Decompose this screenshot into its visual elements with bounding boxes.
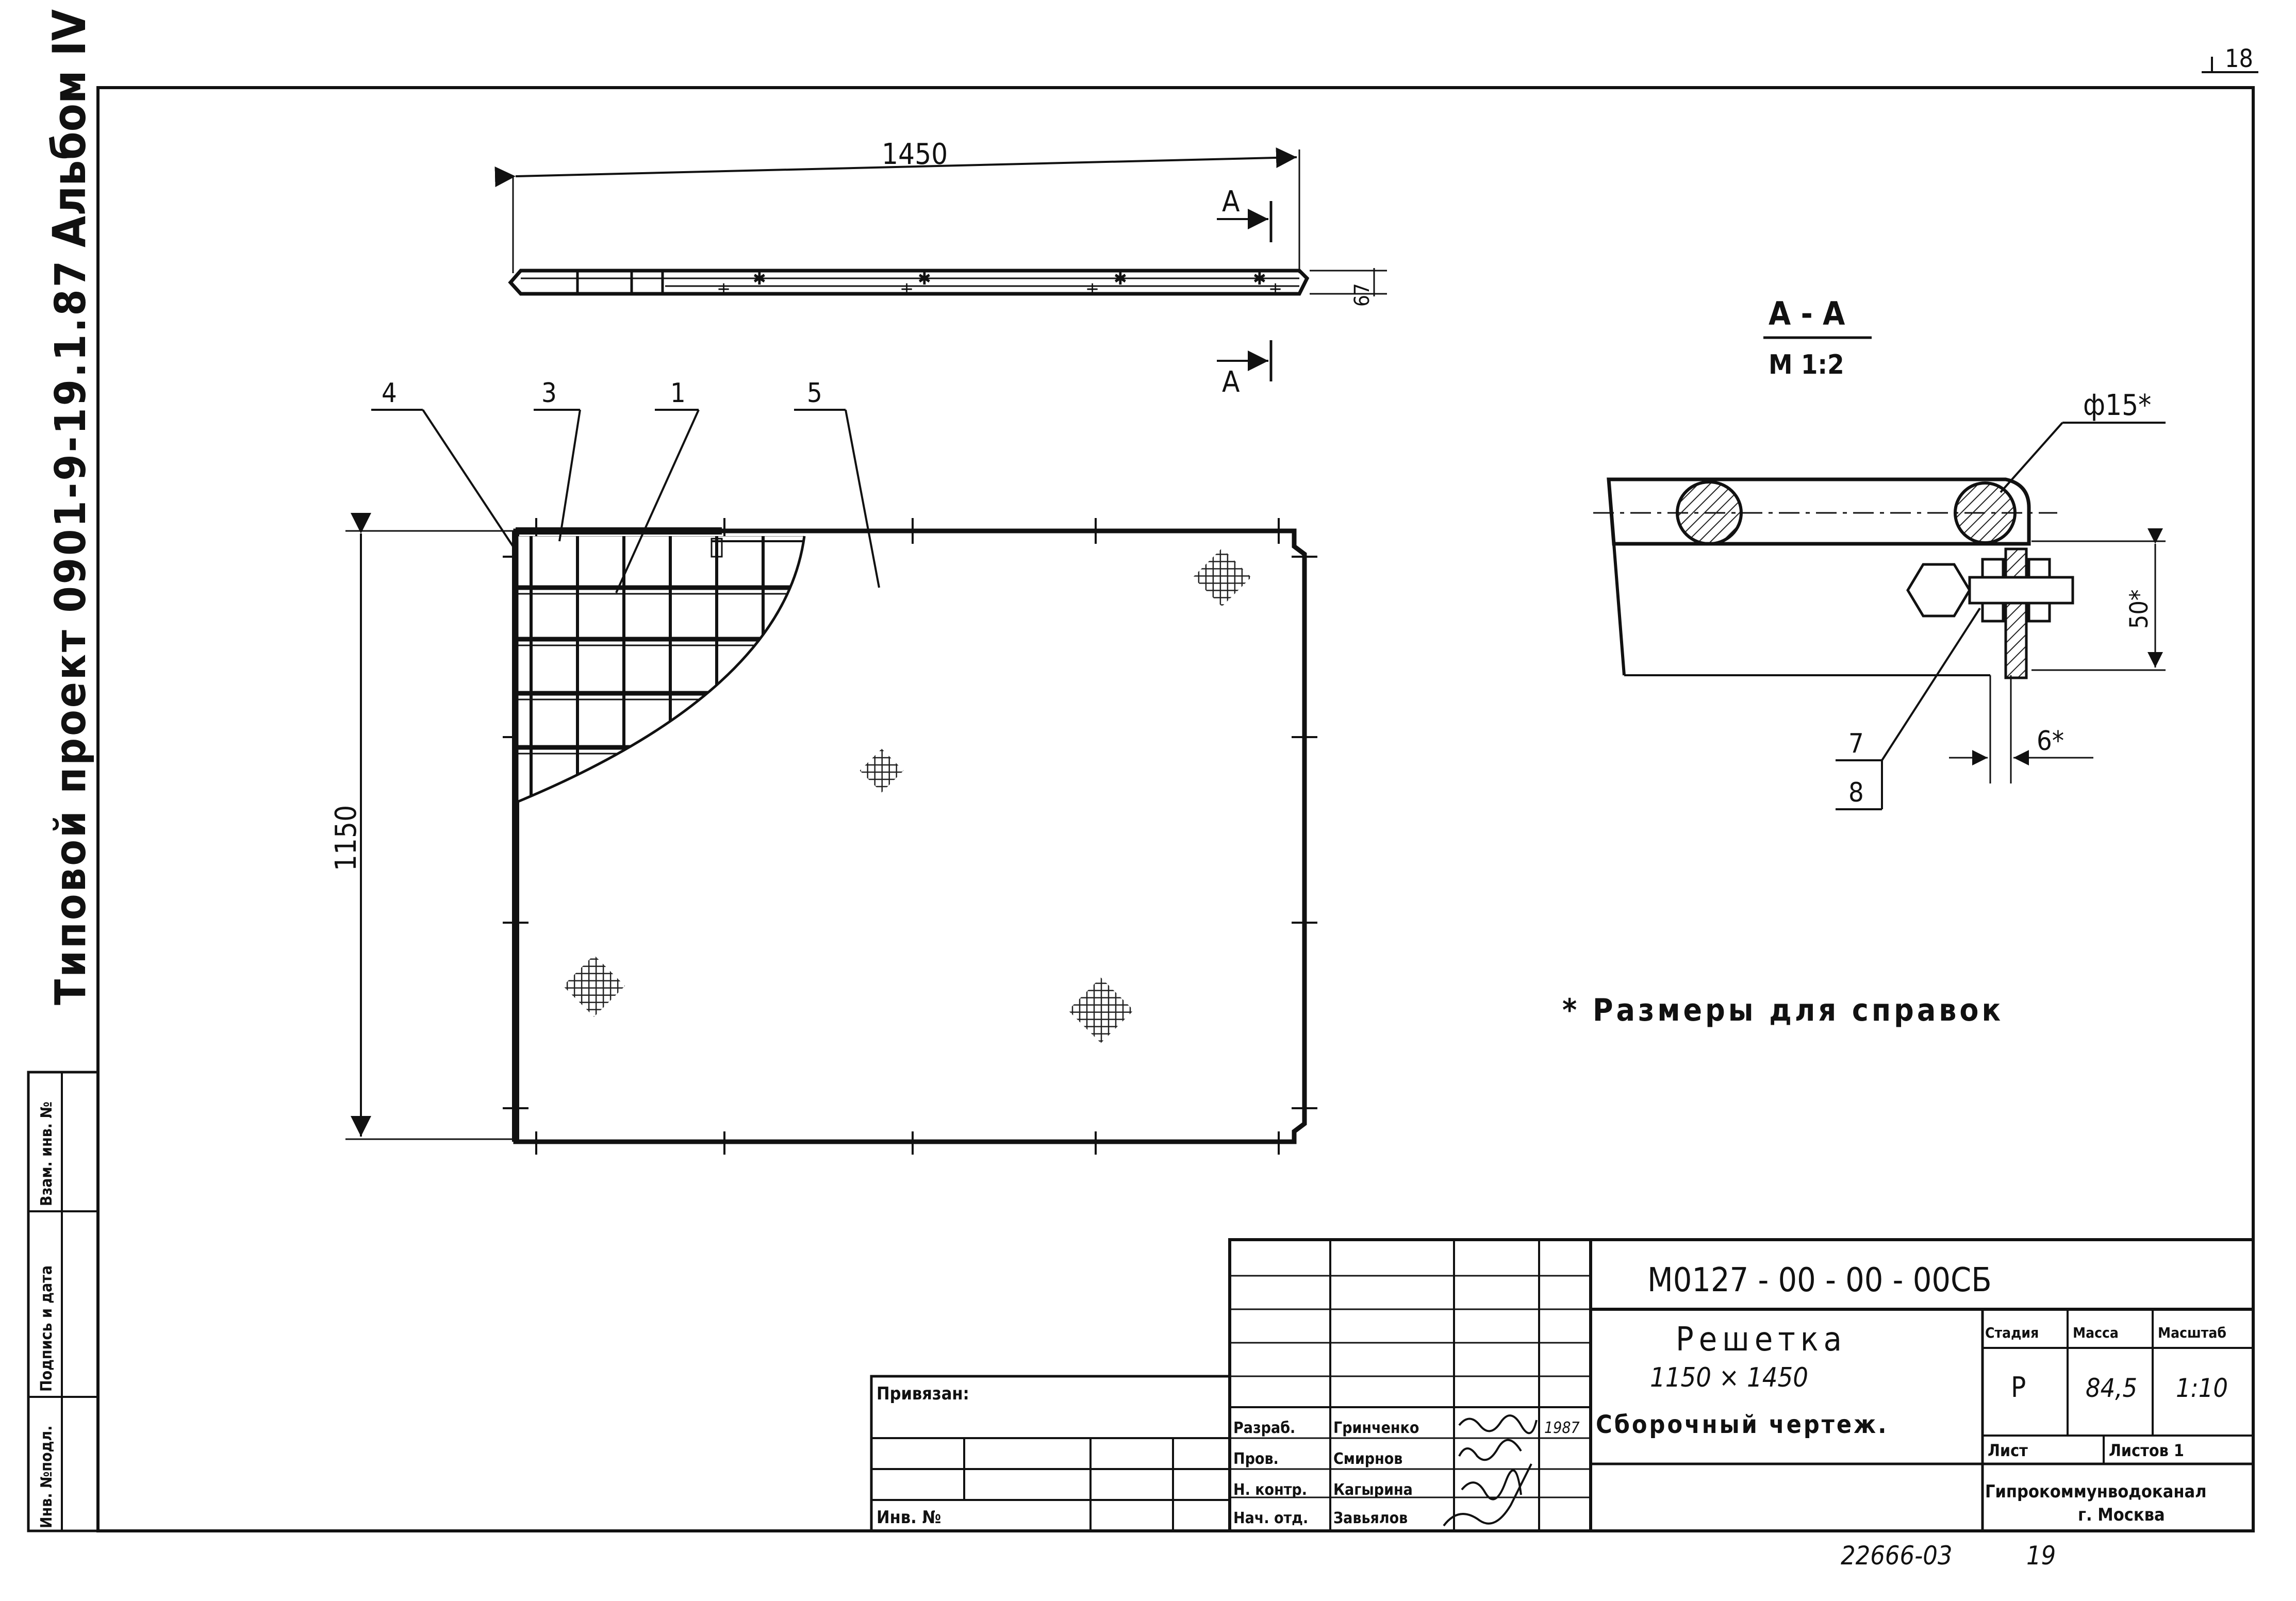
left-stamp: Инв. №подл. Подпись и дата Взам. инв. № [27, 1071, 100, 1532]
role-developer: Разраб. [1233, 1419, 1295, 1437]
reference-note: * Размеры для справок [1562, 992, 2004, 1028]
thickness-dim: 67 [1350, 283, 1374, 307]
stage-value: Р [2011, 1371, 2026, 1404]
stamp-vzam-inv: Взам. инв. № [38, 1102, 56, 1206]
hole-dim: 50* [2125, 589, 2154, 629]
edge-length-dim: 1450 [882, 138, 948, 171]
page-number: 18 [2225, 44, 2253, 73]
svg-text:+: + [1085, 278, 1099, 299]
diameter-label: ф15* [2083, 389, 2151, 422]
stamp-inv-podl: Инв. №подл. [38, 1426, 56, 1528]
side-project: Типовой проект 0901-9-19.1.87 [46, 259, 95, 1005]
bolt-head [1906, 563, 1971, 618]
callout-5: 5 [807, 378, 822, 409]
doc-code: М0127 - 00 - 00 - 00СБ [1647, 1261, 1992, 1299]
svg-text:+: + [717, 278, 731, 299]
section-title: А - А [1769, 295, 1845, 332]
mass-value: 84,5 [2086, 1373, 2137, 1403]
section-scale: М 1:2 [1769, 349, 1844, 380]
scale-value: 1:10 [2176, 1373, 2228, 1403]
svg-text:✱: ✱ [1114, 269, 1127, 289]
svg-text:✱: ✱ [918, 269, 931, 289]
rod-section [1676, 480, 1743, 545]
callout-1: 1 [670, 378, 686, 409]
footer-code: 22666-03 [1841, 1541, 1953, 1571]
mass-header: Масса [2073, 1324, 2119, 1341]
callout-3: 3 [541, 378, 557, 409]
title-block [870, 1238, 2255, 1532]
section-mark-top: А [1222, 185, 1240, 219]
inv-label: Инв. № [877, 1507, 941, 1528]
section-view: А - А М 1:2 ф15* 50* 6* 7 [1593, 295, 2166, 810]
mesh-patch [1193, 548, 1251, 607]
callout-8: 8 [1848, 777, 1864, 808]
role-head: Нач. отд. [1233, 1509, 1308, 1527]
sheets-header: Листов 1 [2109, 1441, 2184, 1460]
svg-text:✱: ✱ [1253, 269, 1266, 289]
role-norm-control: Н. контр. [1233, 1481, 1307, 1499]
mesh-patch [1068, 977, 1134, 1043]
footer-number: 19 [2026, 1541, 2056, 1571]
date-developer: 1987 [1544, 1419, 1580, 1437]
stamp-sign-date: Подпись и дата [38, 1265, 56, 1392]
svg-text:+: + [900, 278, 914, 299]
org-city: г. Москва [2078, 1505, 2165, 1525]
section-mark-bottom: А [1222, 365, 1240, 399]
sheet-border [96, 86, 2255, 1532]
svg-text:+: + [1268, 278, 1282, 299]
gap-dim: 6* [2037, 726, 2064, 757]
svg-text:✱: ✱ [753, 269, 766, 289]
name-norm-control: Кагырина [1333, 1481, 1413, 1499]
doc-type: Сборочный чертеж. [1596, 1410, 1889, 1439]
sheet-header: Лист [1988, 1441, 2028, 1460]
name-checker: Смирнов [1333, 1450, 1402, 1468]
part-name: Решетка [1676, 1321, 1847, 1359]
signatures [1443, 1414, 1538, 1527]
height-dim: 1150 [329, 805, 363, 871]
part-size: 1150 × 1450 [1650, 1362, 1808, 1393]
scale-header: Масштаб [2158, 1324, 2226, 1341]
linked-label: Привязан: [877, 1383, 969, 1404]
mesh-patch [860, 748, 904, 793]
edge-view: 1450 ✱ ✱ ✱ ✱ + + + + 67 А А [494, 138, 1387, 399]
side-album: Альбом IV [43, 9, 96, 247]
org-name: Гипрокоммунводоканал [1985, 1481, 2207, 1502]
stage-header: Стадия [1985, 1324, 2039, 1341]
rod-section [1954, 481, 2017, 544]
callout-4: 4 [382, 378, 397, 409]
name-head: Завьялов [1333, 1509, 1408, 1527]
plan-view: 1150 [329, 378, 1317, 1155]
role-checker: Пров. [1233, 1450, 1279, 1468]
name-developer: Гринченко [1333, 1419, 1419, 1437]
mesh-patch [563, 955, 625, 1017]
callout-7: 7 [1848, 728, 1864, 759]
